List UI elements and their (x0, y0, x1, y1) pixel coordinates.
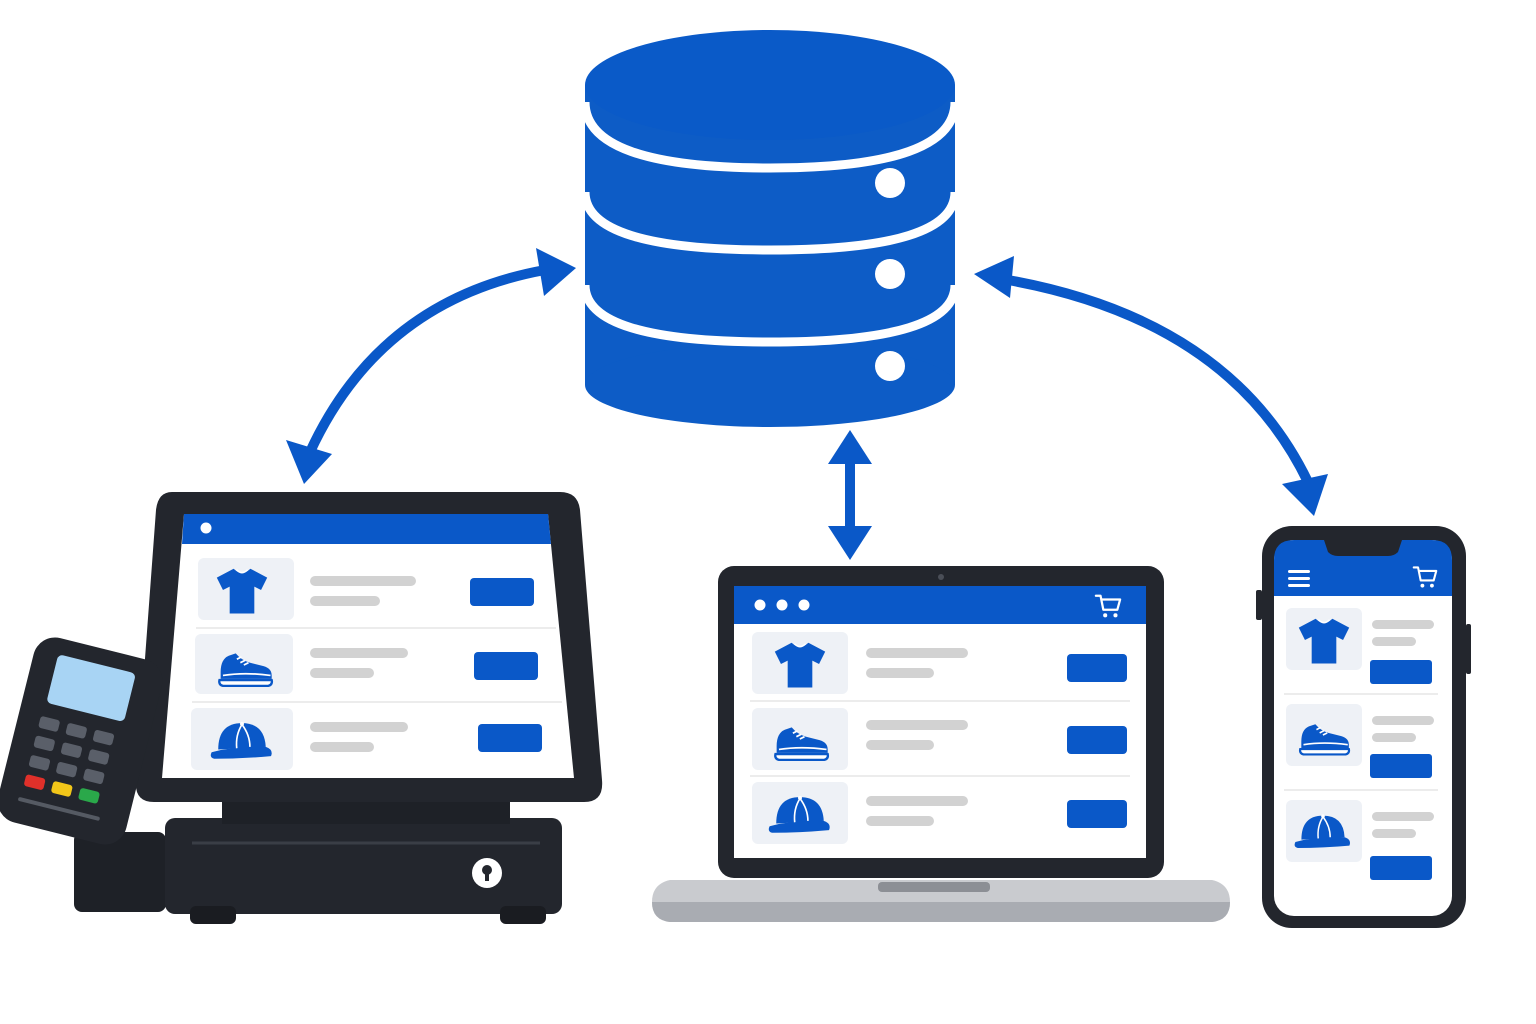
laptop-trackpad-notch (878, 882, 990, 892)
keypad-enter-key[interactable] (78, 788, 100, 804)
laptop-browser-header (734, 586, 1146, 624)
database-indicator-light (875, 351, 905, 381)
add-button[interactable] (1067, 654, 1127, 682)
add-button[interactable] (1067, 800, 1127, 828)
keypad-key[interactable] (65, 723, 87, 739)
arrow-database-phone (974, 256, 1328, 516)
add-button[interactable] (474, 652, 538, 680)
list-item (191, 708, 542, 770)
add-button[interactable] (1370, 660, 1432, 684)
connection-arrows (286, 248, 1328, 560)
menu-icon[interactable] (1288, 570, 1310, 587)
list-item (1286, 704, 1434, 778)
database-icon (580, 30, 960, 427)
list-item (1286, 800, 1434, 880)
card-reader (0, 637, 163, 845)
keypad-key[interactable] (56, 761, 78, 778)
card-reader-display (47, 655, 135, 721)
keypad-key[interactable] (28, 755, 51, 771)
list-item (198, 558, 534, 620)
keypad-key[interactable] (92, 729, 115, 746)
pos-screen-header (182, 514, 551, 544)
pos-terminal (0, 492, 603, 924)
window-dots-icon (754, 599, 810, 611)
database-indicator-light (875, 168, 905, 198)
add-button[interactable] (1370, 754, 1432, 778)
keypad-key[interactable] (60, 742, 83, 758)
keypad-key[interactable] (33, 735, 55, 752)
database-indicator-light (875, 259, 905, 289)
list-item (195, 634, 538, 694)
keypad-cancel-key[interactable] (24, 774, 46, 790)
arrow-database-laptop (828, 430, 872, 560)
keypad-key[interactable] (88, 749, 110, 765)
keypad-key[interactable] (38, 716, 60, 732)
add-button[interactable] (470, 578, 534, 606)
add-button[interactable] (478, 724, 542, 752)
laptop (652, 566, 1230, 922)
phone-notch (1324, 540, 1402, 556)
add-button[interactable] (1067, 726, 1127, 754)
list-item (752, 632, 1127, 694)
add-button[interactable] (1370, 856, 1432, 880)
keypad-clear-key[interactable] (51, 781, 73, 797)
phone-app-header (1274, 540, 1452, 596)
smartphone (1256, 526, 1471, 928)
pos-monitor (135, 492, 603, 802)
list-item (752, 708, 1127, 770)
cash-drawer (74, 818, 562, 924)
arrow-database-pos (286, 248, 576, 484)
keypad-key[interactable] (83, 768, 105, 785)
list-item (752, 782, 1127, 844)
list-item (1286, 608, 1434, 684)
